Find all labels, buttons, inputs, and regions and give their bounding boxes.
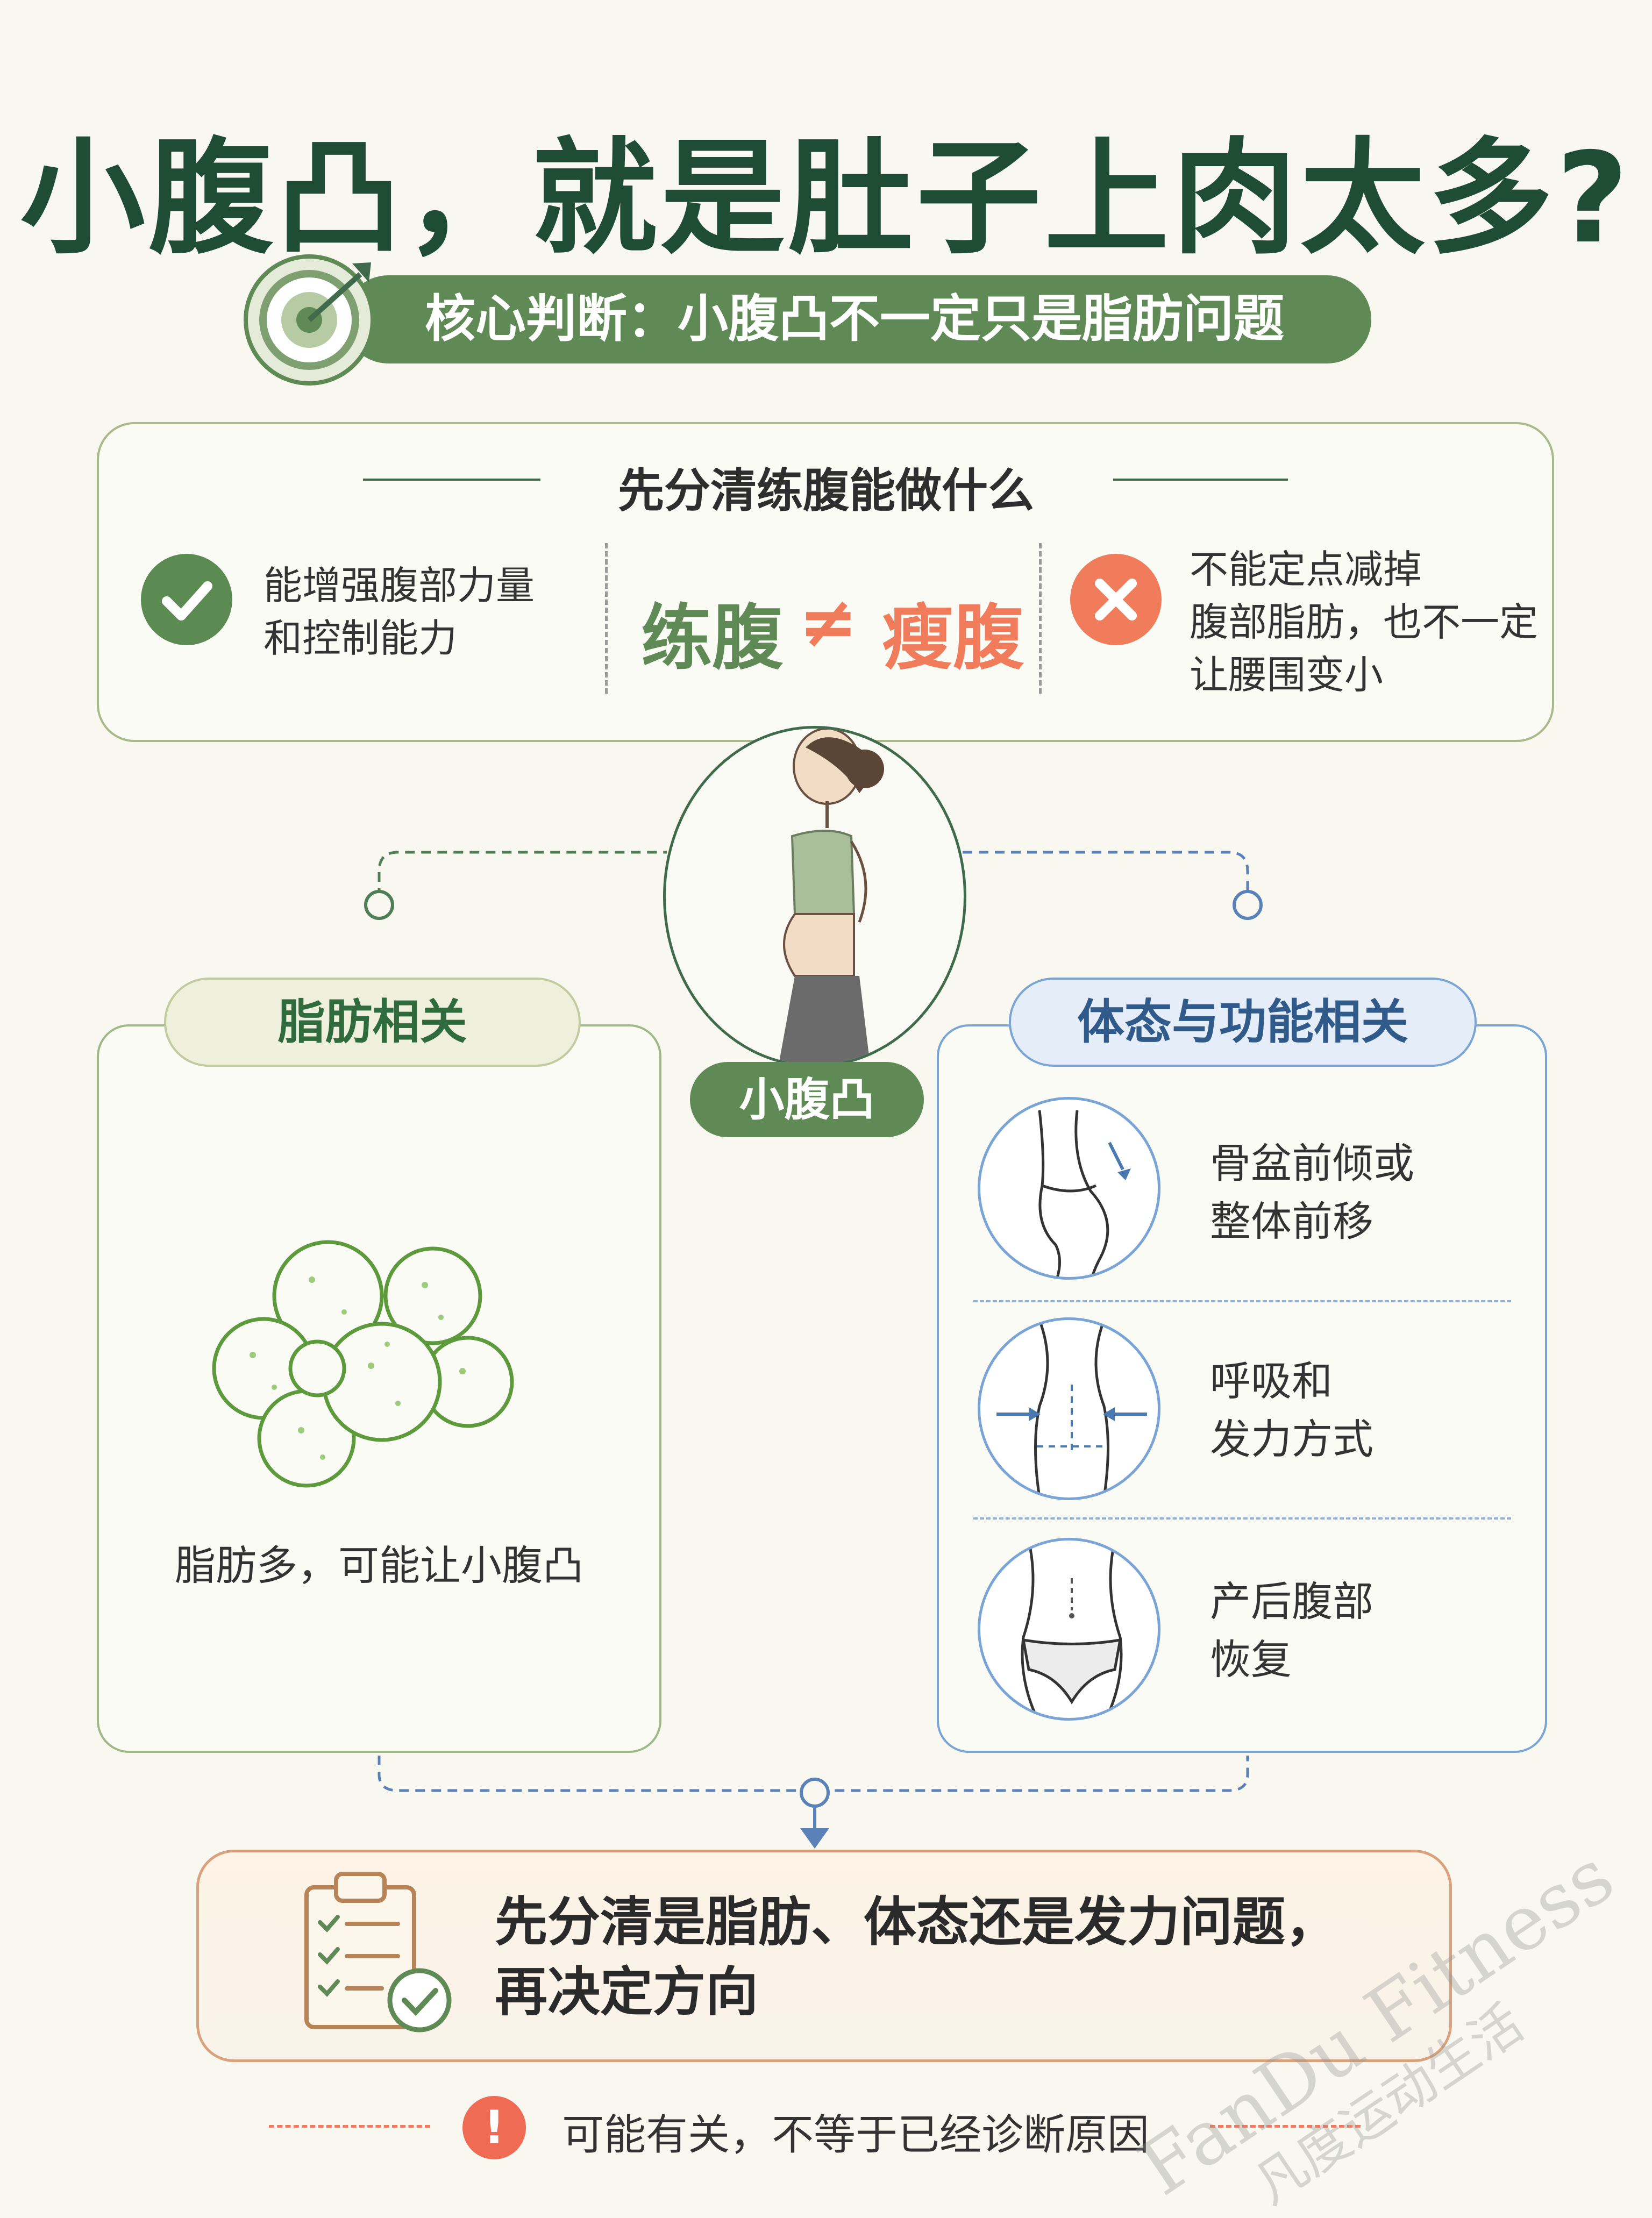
cross-icon (1070, 554, 1162, 645)
fat-panel-title: 脂肪相关 (164, 978, 581, 1067)
red-dashed-line (269, 2125, 430, 2128)
conclusion-line: 再决定方向 (495, 1962, 759, 2023)
red-dashed-line (1210, 2125, 1361, 2128)
can-do-line: 能增强腹部力量 (264, 563, 535, 608)
cannot-do-line: 腹部脂肪，也不一定 (1190, 600, 1539, 645)
can-do-line: 和控制能力 (264, 616, 458, 661)
fat-caption: 脂肪多，可能让小腹凸 (175, 1542, 583, 1589)
compare-left: 练腹 (641, 597, 783, 680)
posture-panel-title: 体态与功能相关 (1009, 978, 1477, 1067)
connector-node (800, 1778, 830, 1808)
cannot-do-line: 让腰围变小 (1190, 652, 1384, 697)
dashed-separator (605, 543, 608, 694)
posture-row-line: 骨盆前倾或 (1210, 1139, 1414, 1187)
fat-cells-icon (212, 1240, 514, 1488)
divider-line (1113, 479, 1288, 481)
not-equal-sign: ≠ (799, 581, 858, 664)
warning-text: 可能有关，不等于已经诊断原因 (562, 2111, 1150, 2159)
compare-right: 瘦腹 (882, 597, 1024, 680)
divider-line (363, 479, 540, 481)
posture-row-line: 整体前移 (1210, 1197, 1373, 1245)
breathing-row-line: 发力方式 (1210, 1415, 1373, 1463)
breathing-icon (978, 1317, 1160, 1500)
pelvic-tilt-icon (978, 1097, 1160, 1280)
postpartum-row-line: 产后腹部 (1210, 1578, 1373, 1625)
checklist-icon (304, 1872, 452, 2032)
dashed-separator (1039, 543, 1042, 694)
check-icon (141, 554, 232, 645)
breathing-row-text: 呼吸和 发力方式 (1210, 1352, 1373, 1468)
connector-node (1233, 890, 1263, 920)
cannot-do-text: 不能定点减掉 腹部脂肪，也不一定 让腰围变小 (1190, 543, 1538, 701)
conclusion-text: 先分清是脂肪、体态还是发力问题， 再决定方向 (495, 1887, 1338, 2027)
postpartum-row-line: 恢复 (1210, 1636, 1292, 1684)
core-judgment-bar: 核心判断：小腹凸不一定只是脂肪问题 (344, 275, 1371, 363)
breathing-row-line: 呼吸和 (1210, 1357, 1333, 1405)
warning-icon: ! (462, 2096, 526, 2159)
page-title: 小腹凸，就是肚子上肉太多? (20, 126, 1632, 271)
cannot-do-line: 不能定点减掉 (1190, 547, 1422, 592)
woman-illustration (663, 726, 966, 1067)
connector-node (364, 890, 394, 920)
can-do-text: 能增强腹部力量 和控制能力 (264, 559, 535, 665)
row-divider (973, 1517, 1511, 1520)
postpartum-icon (978, 1538, 1160, 1721)
postpartum-row-text: 产后腹部 恢复 (1210, 1573, 1373, 1689)
center-label: 小腹凸 (690, 1062, 924, 1137)
row-divider (973, 1300, 1511, 1302)
target-icon (244, 254, 375, 386)
conclusion-line: 先分清是脂肪、体态还是发力问题， (495, 1892, 1338, 1953)
posture-row-text: 骨盆前倾或 整体前移 (1210, 1135, 1414, 1251)
section-title: 先分清练腹能做什么 (618, 464, 1034, 518)
